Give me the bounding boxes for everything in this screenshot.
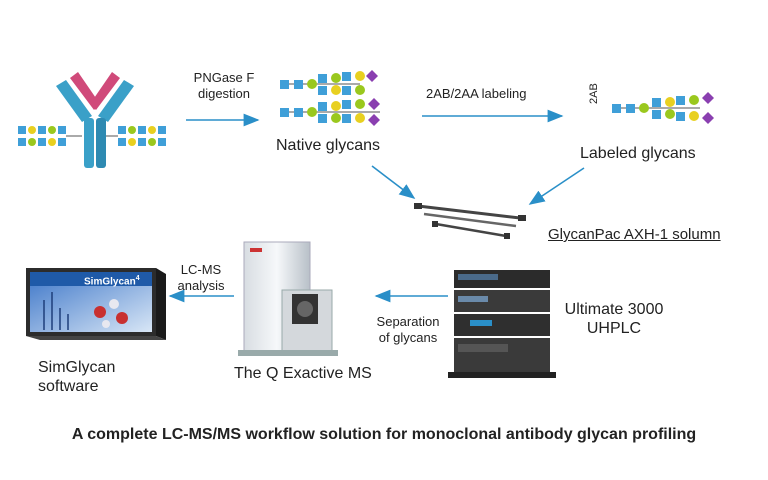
software-screen-version: 4 xyxy=(135,275,140,282)
workflow-arrows xyxy=(168,109,585,303)
uhplc-label-line1: Ultimate 3000 xyxy=(564,301,664,318)
tag-2ab-label: 2AB xyxy=(588,83,600,104)
labeled-glycans-illustration xyxy=(612,92,714,124)
ms-name-label: The Q Exactive MS xyxy=(234,365,372,382)
software-screen-title: SimGlycan4 xyxy=(84,273,140,288)
column-label: GlycanPac AXH-1 solumn xyxy=(548,226,721,243)
glycanpac-columns-illustration xyxy=(414,203,526,239)
pngase-label-line1: PNGase F xyxy=(193,70,255,85)
labeling-label: 2AB/2AA labeling xyxy=(426,86,527,101)
simglycan-software-illustration xyxy=(26,268,166,340)
lcms-label-line2: analysis xyxy=(177,278,225,293)
uhplc-instrument-illustration xyxy=(448,270,556,378)
lcms-label-line1: LC-MS xyxy=(180,262,222,277)
software-label-line2: software xyxy=(38,378,99,395)
antibody-glycan-left xyxy=(18,126,82,146)
q-exactive-ms-illustration xyxy=(238,241,338,356)
pngase-label: PNGase F digestion xyxy=(186,70,262,102)
native-glycans-illustration xyxy=(280,70,380,126)
figure-caption: A complete LC-MS/MS workflow solution fo… xyxy=(71,426,697,443)
lcms-label: LC-MS analysis xyxy=(166,262,236,294)
native-glycans-label: Native glycans xyxy=(276,137,381,154)
separation-label-line2: of glycans xyxy=(378,330,438,345)
software-label-line1: SimGlycan xyxy=(38,359,116,376)
antibody-illustration xyxy=(18,72,166,168)
uhplc-label: Ultimate 3000 UHPLC xyxy=(548,300,680,338)
software-screen-title-text: SimGlycan xyxy=(84,276,136,288)
separation-label-line1: Separation xyxy=(376,314,440,329)
software-label: SimGlycan software xyxy=(38,358,115,396)
pngase-label-line2: digestion xyxy=(197,86,251,101)
separation-label: Separation of glycans xyxy=(368,314,448,346)
uhplc-label-line2: UHPLC xyxy=(586,320,642,337)
antibody-glycan-right xyxy=(106,126,166,146)
labeled-glycans-label: Labeled glycans xyxy=(580,145,696,162)
arrow-labeled-to-column xyxy=(528,167,585,205)
arrow-native-to-column xyxy=(371,165,416,199)
